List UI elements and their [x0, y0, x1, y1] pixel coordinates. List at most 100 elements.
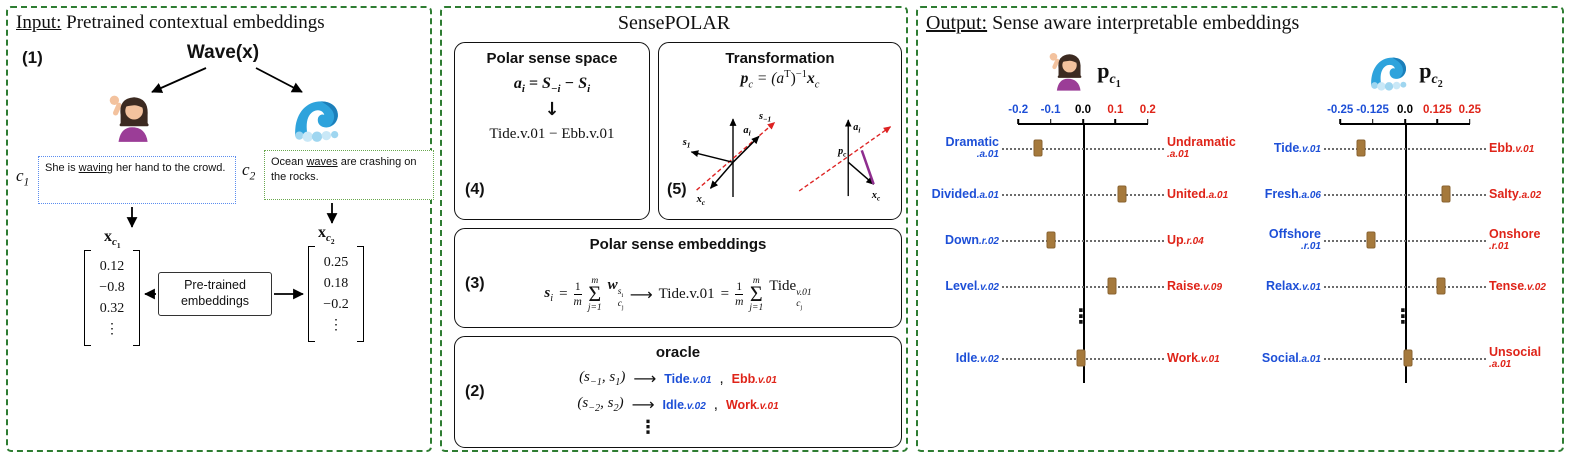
math: = (a — [753, 70, 785, 88]
math: p — [1097, 57, 1110, 83]
axis-tick-mark — [1469, 119, 1471, 124]
math: ) — [790, 70, 796, 88]
step-2-label: (2) — [465, 383, 485, 400]
sensepolar-title: SensePOLAR — [617, 12, 731, 34]
right-pole-label: Up.r.04 — [1164, 233, 1240, 248]
sentence-text: are crashing on the rocks. — [271, 156, 417, 183]
right-pole-label: Unsocial.a.01 — [1486, 345, 1562, 371]
svg-text:ai: ai — [853, 122, 860, 135]
pole-sense-suffix: .v.01 — [1299, 281, 1321, 293]
svg-text:xc: xc — [871, 190, 881, 203]
axis-tick: 0.0 — [1397, 104, 1413, 116]
output-title-prefix: Output: — [926, 12, 988, 34]
pole-word: Down — [944, 232, 979, 247]
pole-sense-suffix: .r.02 — [978, 235, 999, 247]
target-word: Wave(x) — [186, 42, 260, 63]
input-title-rest: Pretrained contextual embeddings — [61, 12, 325, 33]
row-track — [1002, 171, 1164, 217]
sentence-text: She is — [45, 162, 79, 174]
pretrained-line2: embeddings — [180, 294, 250, 308]
embedding-vector-1: 0.12 −0.8 0.32 ⋮ — [84, 250, 140, 346]
projection-diagram: ai pc xc — [798, 119, 892, 203]
pole-word: Onshore — [1489, 227, 1541, 242]
axis-tick-mark — [1436, 119, 1439, 124]
pole-sense-suffix: .v.09 — [1200, 281, 1223, 293]
context-2-label: c2 — [242, 160, 255, 182]
arrows-overlay — [126, 67, 338, 300]
vector-value: −0.8 — [99, 280, 125, 295]
math: −i — [550, 83, 561, 96]
math: c — [1109, 72, 1116, 88]
context-1-symbol: c — [16, 166, 24, 185]
sensepolar-panel: SensePOLAR Polar sense space ai = S−i − … — [440, 6, 908, 452]
pole-word: Salty — [1489, 186, 1519, 201]
water-wave-icon — [290, 92, 344, 146]
pole-sense-suffix: .r.01 — [1300, 241, 1321, 253]
input-panel: Input: Pretrained contextual embeddings … — [6, 6, 434, 452]
left-pole-label: Fresh.a.06 — [1248, 187, 1324, 202]
vector-value: 0.12 — [99, 259, 125, 274]
left-pole-label: Relax.v.01 — [1248, 279, 1324, 294]
context-2-symbol: c — [242, 160, 250, 179]
pole-word: Up — [1167, 232, 1184, 247]
oracle-rows: (s−1, s1) ⟶ Tide.v.01 , Ebb.v.01 (s−2, s… — [455, 369, 901, 437]
oracle-row: (s−1, s1) ⟶ Tide.v.01 , Ebb.v.01 — [579, 369, 777, 388]
vector-sub: c — [112, 236, 117, 249]
sense-space-axes-diagram: ai s1 s−1 xc — [682, 111, 776, 207]
comma: , — [719, 370, 724, 387]
negative-sense: Ebb.v.01 — [731, 371, 777, 386]
vector-value: 0.25 — [323, 255, 349, 270]
transformation-header: Transformation — [725, 50, 835, 67]
sense-pair: (s−1, s1) — [579, 369, 626, 388]
chart-2-label: pc2 — [1419, 58, 1442, 90]
right-pole-label: Tense.v.02 — [1486, 279, 1562, 294]
leader-line — [1324, 240, 1486, 242]
pole-word: Raise — [1167, 278, 1201, 293]
sentence-text: Ocean — [271, 156, 307, 168]
pole-word: Work — [1167, 350, 1199, 365]
pole-sense-suffix: .a.01 — [1298, 353, 1321, 365]
output-panel-title: Output: Sense aware interpretable embedd… — [926, 12, 1299, 35]
vector-symbol: x — [318, 224, 326, 241]
sentence-text: her hand to the crowd. — [112, 162, 226, 174]
axis-tick: 0.125 — [1423, 104, 1452, 116]
oracle-header: oracle — [655, 344, 701, 361]
right-pole-label: Onshore.r.01 — [1486, 227, 1562, 253]
value-marker — [1117, 185, 1127, 203]
chart-row: Relax.v.01 Tense.v.02 — [1248, 263, 1562, 309]
axis-tick: 0.25 — [1458, 104, 1481, 116]
maps-to-arrow: ⟶ — [631, 395, 655, 414]
positive-sense: Idle.v.02 — [662, 397, 706, 412]
leader-line — [1324, 286, 1486, 288]
pole-sense-suffix: .r.01 — [1489, 241, 1510, 253]
row-track — [1324, 335, 1486, 381]
axis-line — [1018, 123, 1148, 125]
left-pole-label: Offshore.r.01 — [1248, 227, 1324, 253]
comma: , — [713, 396, 718, 413]
pole-sense-suffix: .v.01 — [1198, 353, 1220, 365]
axis-tick: -0.125 — [1356, 104, 1389, 116]
context-1-label: c1 — [16, 166, 29, 188]
axis-tick: -0.1 — [1040, 104, 1061, 116]
pretrained-line1: Pre-trained — [184, 278, 246, 293]
right-pole-label: Raise.v.09 — [1164, 279, 1240, 294]
person-raising-hand-icon — [104, 92, 158, 146]
pole-word: Fresh — [1264, 186, 1299, 201]
leader-line — [1002, 286, 1164, 288]
pole-word: Level — [945, 278, 978, 293]
pole-sense-suffix: .a.01 — [1489, 359, 1512, 371]
pole-sense-suffix: .a.01 — [1205, 189, 1229, 201]
vector-subsub: 1 — [116, 241, 121, 251]
row-track — [1324, 125, 1486, 171]
sense-pair: (s−2, s2) — [577, 395, 624, 414]
pole-word: Offshore — [1268, 227, 1321, 242]
